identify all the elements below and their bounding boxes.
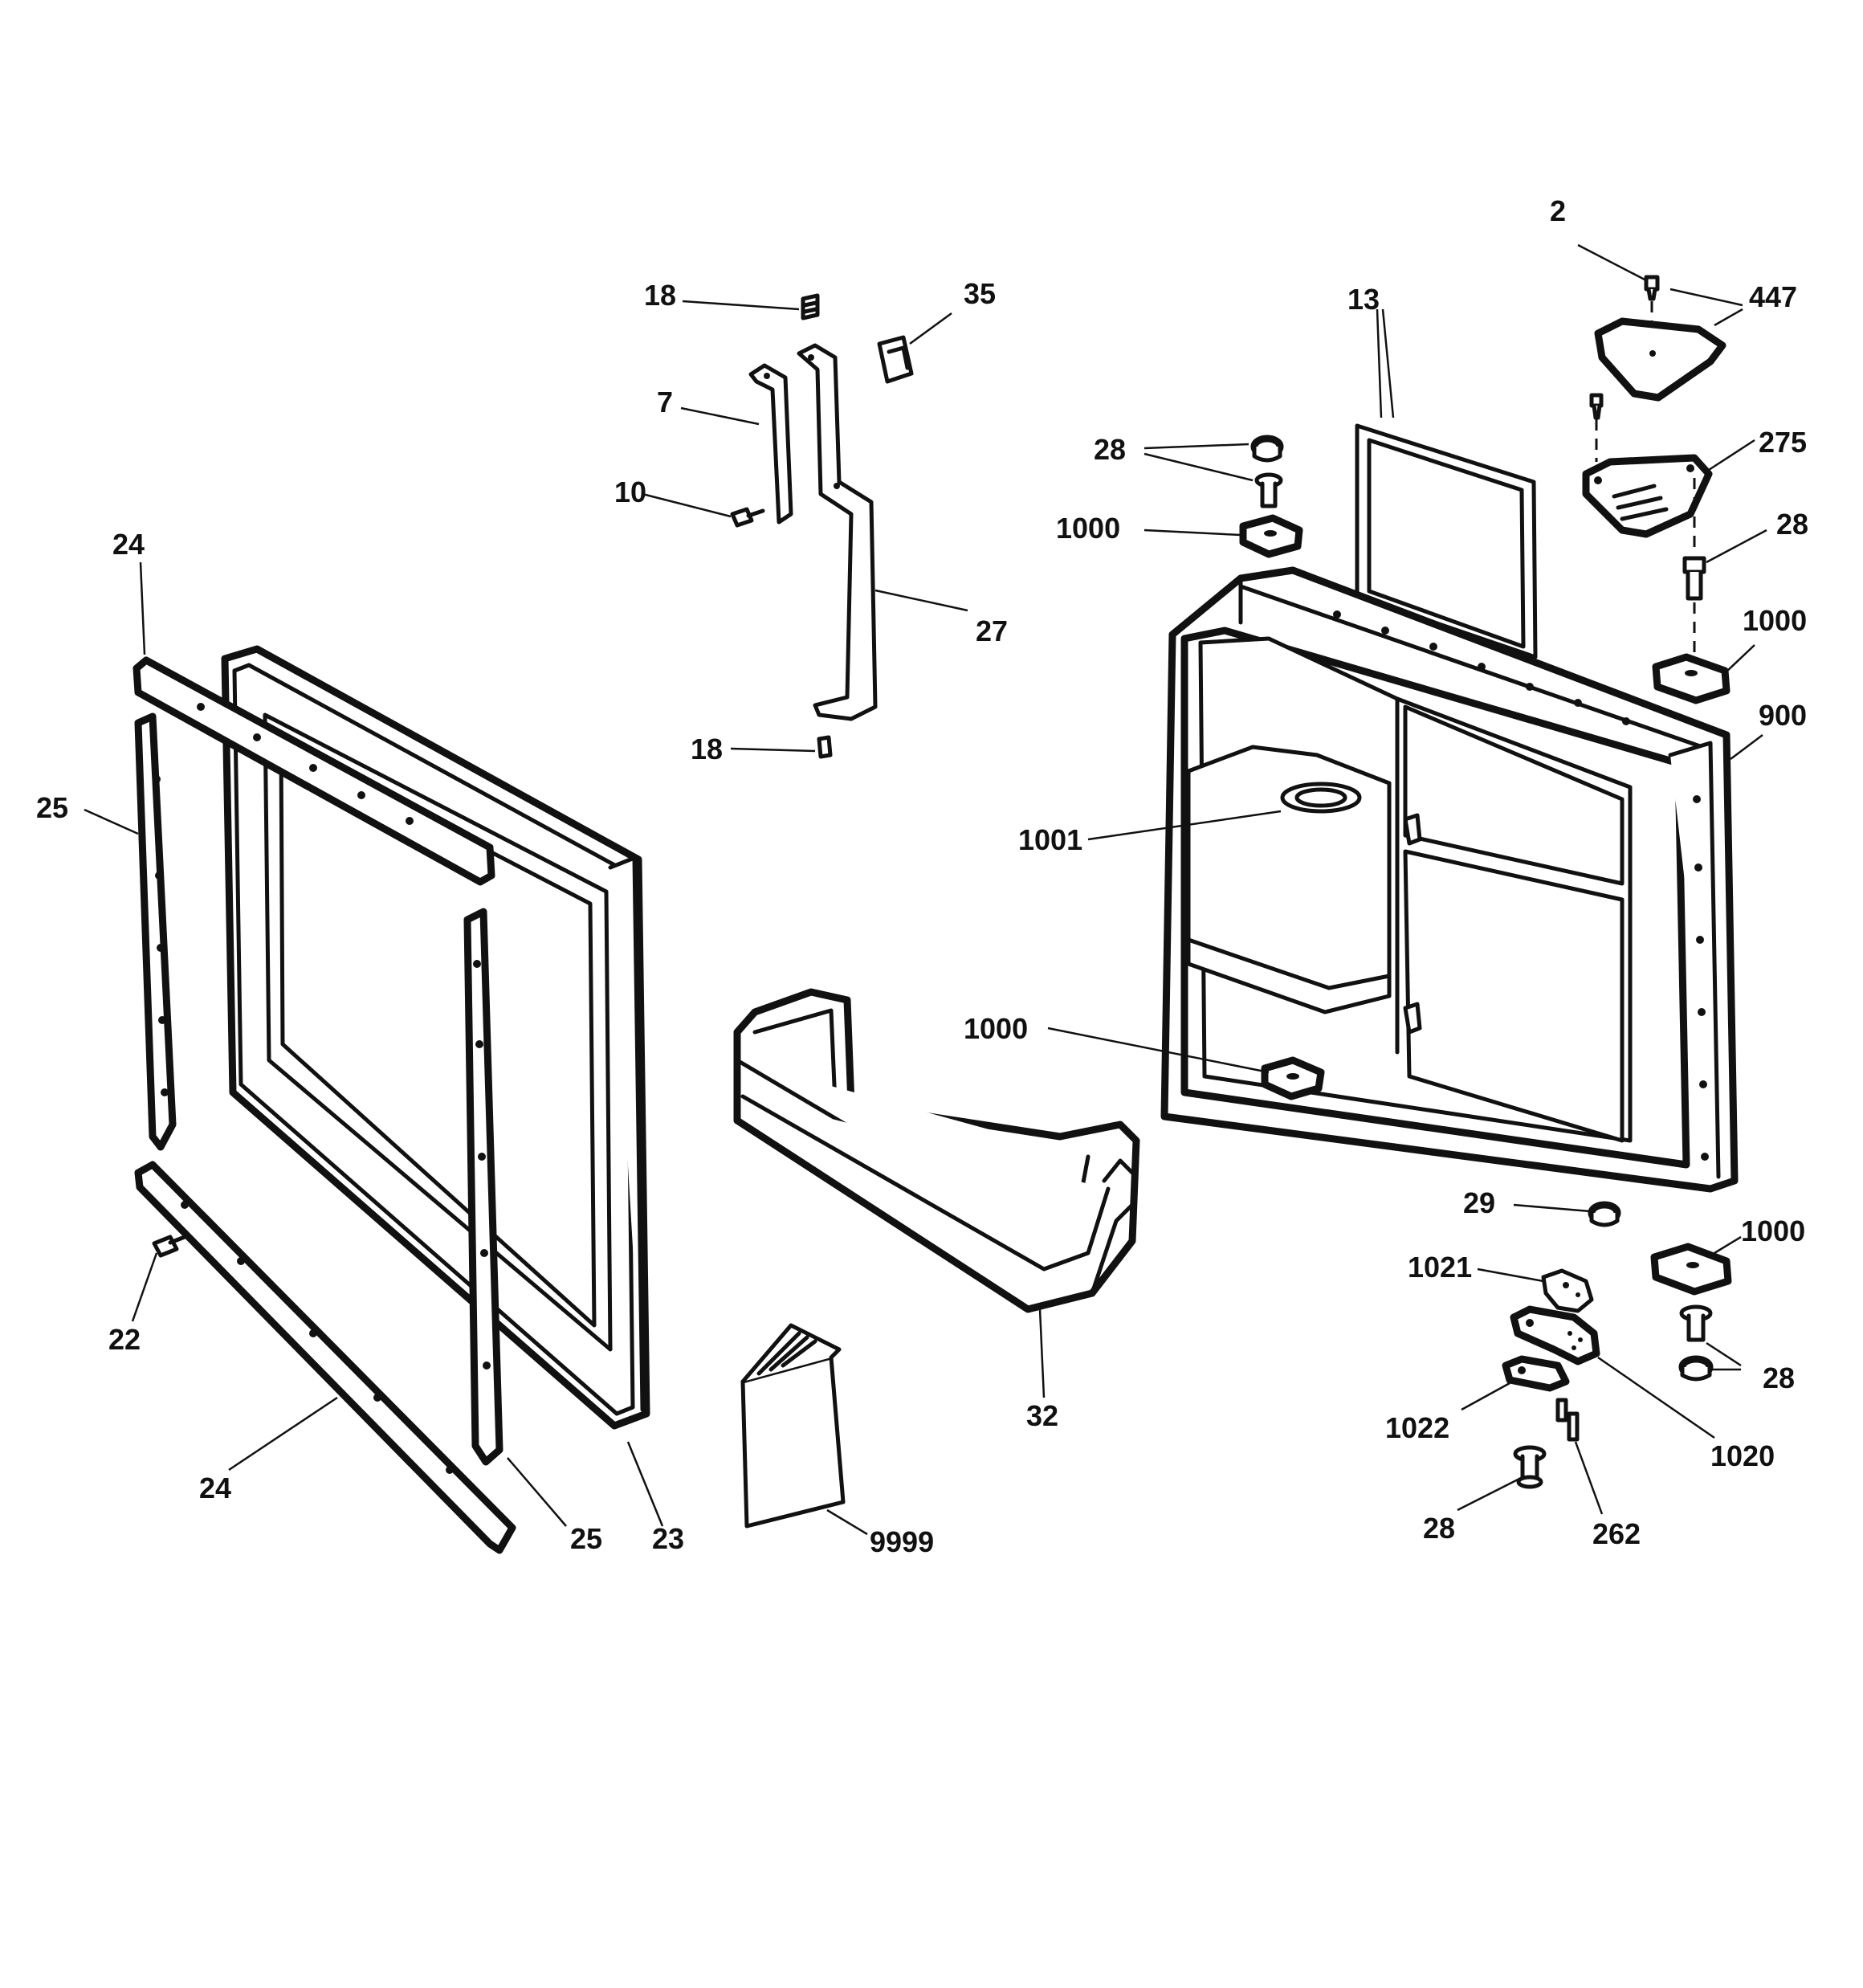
- top-rail-part-24: [132, 656, 495, 886]
- callout-22: 22: [108, 1323, 141, 1356]
- callout-1001: 1001: [1018, 823, 1082, 856]
- pin-part-28-bottom-right: [1679, 1304, 1713, 1342]
- cap-part-29: [1588, 1201, 1621, 1227]
- callout-25-right: 25: [570, 1522, 602, 1555]
- callout-28-hinge: 28: [1776, 508, 1808, 541]
- bracket-part-1021: [1541, 1268, 1594, 1313]
- callout-13: 13: [1347, 283, 1380, 316]
- hinge-screw-part: [1589, 393, 1604, 420]
- hinge-plate-part-1020: [1510, 1305, 1600, 1365]
- callout-1022: 1022: [1385, 1411, 1449, 1444]
- insulation-panel-part-13: [1355, 423, 1538, 659]
- bracket-part-27: [797, 343, 878, 721]
- callout-2: 2: [1550, 194, 1566, 227]
- screw-part-18-top: [801, 293, 820, 320]
- callout-18-top: 18: [644, 279, 676, 312]
- callout-1000-top: 1000: [1056, 512, 1120, 545]
- callout-35: 35: [964, 277, 996, 310]
- callout-24-top: 24: [112, 528, 145, 561]
- right-side-rail-part-25: [463, 908, 503, 1466]
- callout-1021: 1021: [1408, 1251, 1472, 1284]
- callout-28-bottom-right: 28: [1763, 1361, 1795, 1394]
- spacer-part-1000-middle: [1261, 1056, 1325, 1100]
- callout-900: 900: [1759, 699, 1807, 732]
- spacer-part-1000-hinge: [1652, 653, 1731, 704]
- hinge-cover-part-447: [1594, 317, 1726, 402]
- booklet-part-9999: [740, 1323, 846, 1529]
- callout-27: 27: [976, 614, 1008, 647]
- hinge-part-275: [1582, 454, 1713, 538]
- callout-labels: 2 447 18 35 13 7 28 275 10 1000 28 24 27…: [36, 194, 1808, 1558]
- callout-28-top: 28: [1094, 433, 1126, 466]
- callout-24-bottom: 24: [199, 1472, 231, 1504]
- callout-1000-bottom: 1000: [1741, 1214, 1805, 1247]
- callout-262: 262: [1592, 1517, 1641, 1550]
- callout-18-bottom: 18: [691, 733, 723, 765]
- pin-part-28-top: [1254, 472, 1283, 508]
- callout-23: 23: [652, 1522, 684, 1555]
- door-bin-part-32: [733, 988, 1140, 1313]
- callout-7: 7: [657, 386, 673, 418]
- callout-1020: 1020: [1710, 1439, 1775, 1472]
- callout-32: 32: [1026, 1399, 1058, 1432]
- callout-1000-middle: 1000: [964, 1012, 1028, 1045]
- liner-cabinet-part-900: [1160, 566, 1739, 1193]
- screw-part-18-bottom: [817, 735, 833, 759]
- screw-part-10: [730, 507, 765, 528]
- door-frame-part-23: [221, 645, 650, 1430]
- spacer-part-1000-bottom: [1650, 1243, 1732, 1296]
- bracket-part-7: [748, 363, 793, 525]
- leader-lines: [84, 243, 1767, 1536]
- callout-447: 447: [1749, 280, 1797, 313]
- callout-9999: 9999: [870, 1525, 934, 1558]
- pin-part-28-bottom-left: [1513, 1445, 1547, 1489]
- callout-28-bottom-left: 28: [1423, 1512, 1455, 1545]
- left-side-rail-part-25: [134, 712, 177, 1151]
- callout-275: 275: [1759, 426, 1807, 459]
- screw-part-2: [1644, 275, 1660, 301]
- bracket-part-1022: [1502, 1355, 1570, 1392]
- callout-25-left: 25: [36, 791, 68, 824]
- spacer-part-1000-top: [1239, 514, 1303, 558]
- hinge-pin-part-28: [1682, 556, 1706, 601]
- cap-part-28-top: [1250, 435, 1284, 463]
- callout-29: 29: [1463, 1186, 1495, 1219]
- callout-10: 10: [614, 476, 646, 508]
- screw-part-22: [152, 1235, 187, 1258]
- screws-part-262: [1555, 1398, 1580, 1442]
- bottom-rail-part-24: [134, 1161, 516, 1554]
- cap-part-28-bottom-right: [1678, 1355, 1714, 1382]
- clip-part-35: [877, 335, 914, 384]
- callout-1000-hinge: 1000: [1743, 604, 1807, 637]
